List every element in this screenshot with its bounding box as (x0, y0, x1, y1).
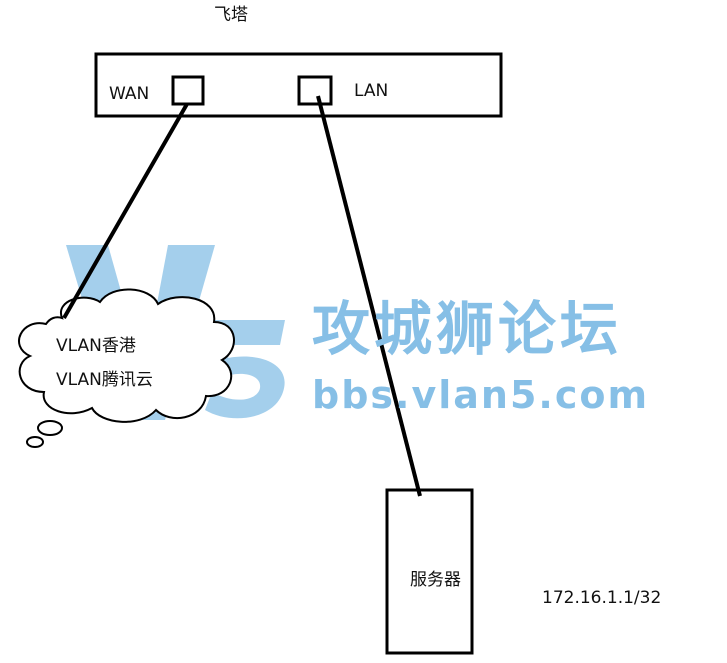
server-ip-label: 172.16.1.1/32 (542, 588, 662, 608)
lan-port-label: LAN (354, 81, 389, 101)
server-label: 服务器 (410, 570, 461, 590)
watermark-url: bbs.vlan5.com (312, 373, 650, 417)
lan-link (316, 95, 422, 497)
wan-port (171, 75, 205, 106)
cloud-label-hongkong: VLAN香港 (56, 336, 136, 356)
wan-port-label: WAN (109, 84, 150, 104)
device-title: 飞塔 (214, 5, 248, 25)
cloud-shape (18, 288, 235, 448)
cloud-label-tencent: VLAN腾讯云 (56, 370, 153, 390)
wan-link (62, 103, 189, 319)
watermark-site-name: 攻城狮论坛 (312, 295, 623, 363)
server-box (385, 488, 474, 655)
firewall-device (94, 52, 503, 118)
lan-port (297, 75, 333, 106)
